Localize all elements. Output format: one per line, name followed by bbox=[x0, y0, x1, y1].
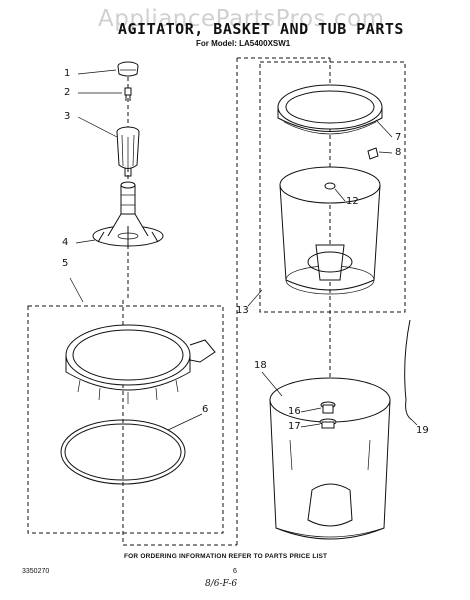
callout-3: 3 bbox=[64, 111, 71, 122]
callout-13: 13 bbox=[236, 305, 249, 316]
clip-part bbox=[367, 147, 379, 160]
handwritten-note: 8/6-F-6 bbox=[205, 579, 238, 589]
balance-ring-part bbox=[277, 84, 383, 135]
callout-leader-16 bbox=[300, 407, 322, 413]
watermark: AppliancePartsPros.com bbox=[98, 6, 385, 32]
ordering-info-note: FOR ORDERING INFORMATION REFER TO PARTS … bbox=[124, 553, 328, 560]
callout-12: 12 bbox=[346, 196, 359, 207]
agitator-barrel-part bbox=[116, 126, 140, 177]
callout-leader-12 bbox=[334, 188, 346, 202]
page-number: 6 bbox=[233, 568, 237, 575]
callout-8: 8 bbox=[395, 147, 402, 158]
basket-group-box bbox=[259, 61, 406, 313]
callout-16: 16 bbox=[288, 406, 301, 417]
callout-leader-5 bbox=[69, 277, 84, 303]
diagram-title: AGITATOR, BASKET AND TUB PARTS bbox=[118, 20, 404, 38]
wash-basket-part bbox=[279, 166, 381, 295]
callout-leader-17 bbox=[300, 423, 321, 428]
callout-7: 7 bbox=[395, 132, 402, 143]
tub-bearing-part bbox=[319, 418, 337, 429]
agitator-cap-part bbox=[117, 61, 139, 77]
outer-tub-part bbox=[269, 377, 391, 540]
callout-leader-6 bbox=[167, 413, 203, 431]
callout-2: 2 bbox=[64, 87, 71, 98]
tub-seal-part bbox=[60, 419, 186, 485]
callout-5: 5 bbox=[62, 258, 69, 269]
callout-leader-3 bbox=[77, 116, 118, 138]
callout-leader-7 bbox=[375, 119, 393, 138]
callout-leader-18 bbox=[261, 371, 283, 397]
shaft-seal-part bbox=[320, 401, 336, 414]
model-subtitle: For Model: LA5400XSW1 bbox=[196, 39, 291, 48]
tub-ring-group-box bbox=[27, 305, 224, 534]
callout-17: 17 bbox=[288, 421, 301, 432]
callout-leader-13 bbox=[247, 289, 263, 307]
callout-4: 4 bbox=[62, 237, 69, 248]
agitator-base-part bbox=[92, 181, 164, 247]
callout-leader-19 bbox=[411, 419, 418, 426]
tub-ring-part bbox=[65, 324, 216, 404]
callout-leader-8 bbox=[378, 151, 393, 154]
callout-1: 1 bbox=[64, 68, 71, 79]
callout-leader-4 bbox=[75, 239, 96, 244]
bolt-part bbox=[124, 87, 132, 101]
callout-6: 6 bbox=[202, 404, 209, 415]
callout-18: 18 bbox=[254, 360, 267, 371]
callout-19: 19 bbox=[416, 425, 429, 436]
callout-leader-1 bbox=[77, 69, 117, 75]
hose-part bbox=[404, 319, 413, 421]
document-number: 3350270 bbox=[22, 568, 50, 575]
